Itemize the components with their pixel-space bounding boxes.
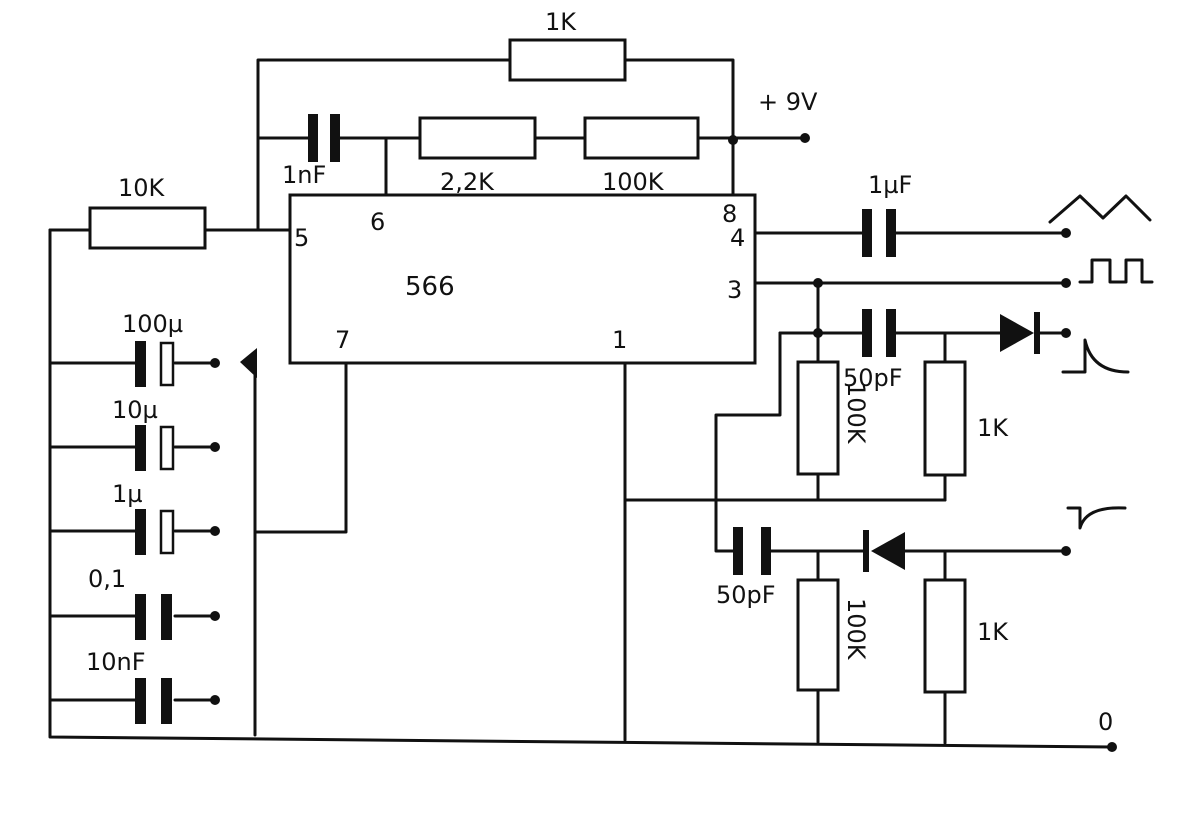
capacitor-0-1: 0,1 [88,565,220,640]
wires [48,58,1114,749]
diode-upper [1000,312,1040,354]
capacitor-1u: 1µ [112,480,220,555]
junction-dot [813,278,823,288]
positive-pulse-icon [1061,338,1130,374]
ic-label: 566 [405,272,455,302]
svg-text:100K: 100K [602,168,665,196]
pin-7-label: 7 [335,326,350,354]
svg-text:100µ: 100µ [122,310,183,338]
square-wave-icon [1078,258,1154,284]
ground-label: 0 [1098,708,1113,736]
capacitor-10u: 10µ [112,396,220,471]
capacitor-50pf-lower: 50pF [716,527,776,609]
junction-dot [728,135,738,145]
pin-3-label: 3 [727,276,742,304]
resistor-100k-upper: 100K [796,360,870,476]
pin-4-label: 4 [730,224,745,252]
resistor-1k-lower: 1K [923,578,1009,694]
svg-text:100K: 100K [842,598,870,661]
output-terminal-triangle [1061,228,1071,238]
svg-text:1µ: 1µ [112,480,143,508]
svg-text:10µ: 10µ [112,396,158,424]
capacitor-10nf: 10nF [86,648,220,724]
output-terminal-positive-pulse [1061,328,1071,338]
negative-pulse-icon [1066,506,1127,530]
supply-label: + 9V [758,88,818,116]
svg-text:1K: 1K [977,618,1009,646]
ic-566: 566 5 6 7 8 4 3 1 [288,193,757,365]
pin-8-label: 8 [722,200,737,228]
junction-dot [813,328,823,338]
output-terminal-negative-pulse [1061,546,1071,556]
supply-terminal: + 9V [758,88,818,143]
svg-text:10nF: 10nF [86,648,146,676]
capacitor-1nf: 1nF [282,114,340,189]
pin-1-label: 1 [612,326,627,354]
svg-text:50pF: 50pF [843,364,903,392]
svg-text:2,2K: 2,2K [440,168,495,196]
svg-text:1K: 1K [545,8,577,36]
resistor-100k-top: 100K [583,116,700,196]
pin-6-label: 6 [370,208,385,236]
resistor-10k: 10K [88,174,207,250]
capacitor-100u: 100µ [122,310,220,387]
capacitor-50pf-upper: 50pF [843,309,903,392]
svg-text:50pF: 50pF [716,581,776,609]
svg-text:0,1: 0,1 [88,565,126,593]
diode-lower [863,530,905,572]
svg-text:10K: 10K [118,174,166,202]
resistor-1k-upper: 1K [923,360,1009,477]
resistor-100k-lower: 100K [796,578,870,692]
svg-text:1K: 1K [977,414,1009,442]
resistor-1k-top: 1K [508,8,627,82]
capacitor-1uf: 1µF [862,171,912,257]
svg-text:100K: 100K [842,382,870,445]
range-selector-switch [240,348,257,378]
resistor-2k2: 2,2K [418,116,537,196]
svg-text:1nF: 1nF [282,161,326,189]
svg-text:1µF: 1µF [868,171,912,199]
pin-5-label: 5 [294,224,309,252]
ground-terminal: 0 [1098,708,1117,752]
triangle-wave-icon [1048,194,1152,224]
output-terminal-square [1061,278,1071,288]
